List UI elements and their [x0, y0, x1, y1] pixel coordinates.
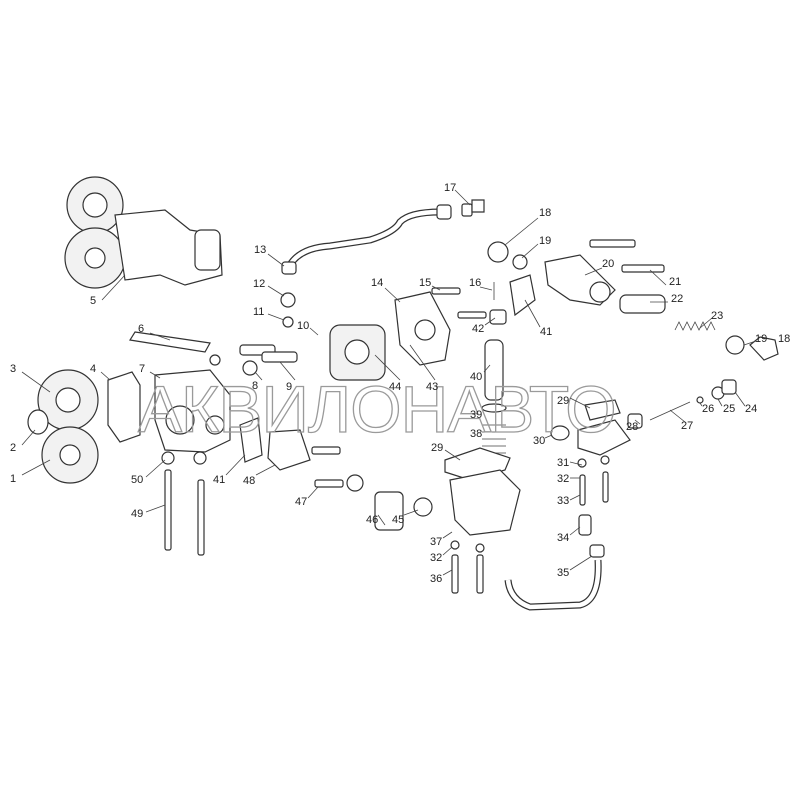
- callout-39: 39: [470, 409, 482, 421]
- callout-46: 46: [366, 514, 378, 526]
- callout-38: 38: [470, 428, 482, 440]
- callout-17: 17: [444, 182, 456, 194]
- callout-44: 44: [389, 381, 401, 393]
- callout-36: 36: [430, 573, 442, 585]
- callout-21: 21: [669, 276, 681, 288]
- callout-labels: 17 18 19 13 12 14 15 16 20 21 22 5 11 10…: [10, 182, 790, 585]
- callout-42: 42: [472, 323, 484, 335]
- callout-10: 10: [297, 320, 309, 332]
- callout-25: 25: [723, 403, 735, 415]
- pump-gear: [329, 324, 386, 381]
- callout-41b: 41: [213, 474, 225, 486]
- callout-24: 24: [745, 403, 757, 415]
- callout-37: 37: [430, 536, 442, 548]
- callout-34: 34: [557, 532, 569, 544]
- callout-32: 32: [557, 473, 569, 485]
- leader-lines: [21, 189, 757, 576]
- callout-43: 43: [426, 381, 438, 393]
- callout-15: 15: [419, 277, 431, 289]
- callout-2: 2: [10, 442, 16, 454]
- callout-22: 22: [671, 293, 683, 305]
- callout-50: 50: [131, 474, 143, 486]
- callout-48: 48: [243, 475, 255, 487]
- callout-5: 5: [90, 295, 96, 307]
- callout-32b: 32: [430, 552, 442, 564]
- callout-30: 30: [533, 435, 545, 447]
- callout-23: 23: [711, 310, 723, 322]
- callout-31: 31: [557, 457, 569, 469]
- callout-18b: 18: [778, 333, 790, 345]
- callout-4: 4: [90, 363, 96, 375]
- callout-12: 12: [253, 278, 265, 290]
- callout-26: 26: [702, 403, 714, 415]
- watermark-text: АКВИЛОНАВТО: [138, 372, 616, 446]
- callout-35: 35: [557, 567, 569, 579]
- callout-1: 1: [10, 473, 16, 485]
- pump-cover: [394, 291, 451, 366]
- callout-14: 14: [371, 277, 383, 289]
- callout-18: 18: [539, 207, 551, 219]
- oil-pump-assembly: [64, 176, 223, 289]
- callout-28: 28: [626, 421, 638, 433]
- callout-8: 8: [252, 380, 258, 392]
- callout-20: 20: [602, 258, 614, 270]
- callout-29b: 29: [431, 442, 443, 454]
- callout-49: 49: [131, 508, 143, 520]
- callout-9: 9: [286, 381, 292, 393]
- oil-tube: [281, 199, 485, 275]
- callout-13: 13: [254, 244, 266, 256]
- callout-11: 11: [253, 306, 264, 318]
- callout-16: 16: [469, 277, 481, 289]
- callout-3: 3: [10, 363, 16, 375]
- callout-19b: 19: [755, 333, 767, 345]
- callout-29: 29: [557, 395, 569, 407]
- callout-47: 47: [295, 496, 307, 508]
- callout-6: 6: [138, 323, 144, 335]
- callout-7: 7: [139, 363, 145, 375]
- callout-27: 27: [681, 420, 693, 432]
- callout-45: 45: [392, 514, 404, 526]
- callout-33: 33: [557, 495, 569, 507]
- callout-19: 19: [539, 235, 551, 247]
- callout-40: 40: [470, 371, 482, 383]
- callout-41: 41: [540, 326, 552, 338]
